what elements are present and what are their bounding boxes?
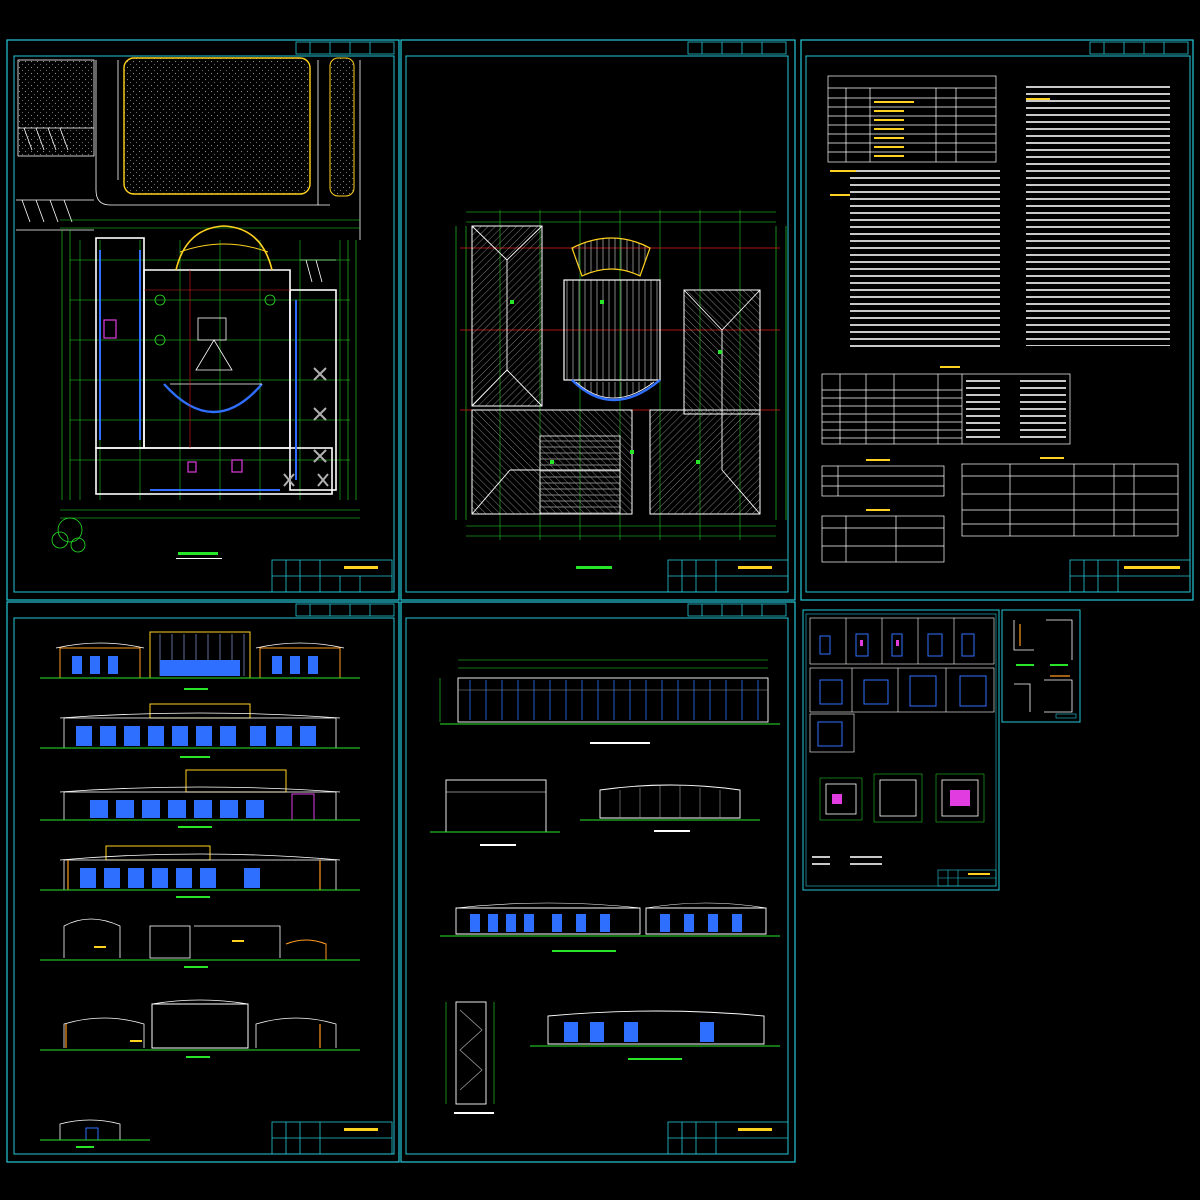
sheet-details-small xyxy=(1001,609,1081,723)
elevation-2 xyxy=(40,703,360,758)
floor-plan-walls xyxy=(95,237,337,495)
long-elevation-middle xyxy=(440,902,780,952)
sheet-notes xyxy=(800,39,1194,601)
parking-area-center xyxy=(123,57,311,195)
drawing-index-table xyxy=(827,75,997,163)
courtyard-arc xyxy=(163,383,263,414)
wall-section-detail xyxy=(445,1001,495,1114)
landscape-trees xyxy=(51,294,276,553)
schedule-table xyxy=(821,373,1071,445)
side-elevation-right xyxy=(580,784,760,832)
elevation-3 xyxy=(40,769,360,828)
elevation-1 xyxy=(40,631,360,690)
plan-title-mark xyxy=(176,552,222,559)
roof-entrance-arc xyxy=(571,237,651,277)
notes-text-right xyxy=(1026,84,1176,346)
sheet-roof-plan xyxy=(400,39,796,601)
long-elevation-bottom xyxy=(530,1010,780,1060)
long-elevation-top xyxy=(439,659,780,744)
section-1 xyxy=(40,918,360,968)
section-2 xyxy=(40,999,360,1058)
sheet-elevations xyxy=(6,601,400,1163)
elevation-4 xyxy=(40,845,360,898)
side-elevation-left xyxy=(430,779,560,846)
sheet-site-plan xyxy=(6,39,400,601)
sheet-details-doors xyxy=(802,609,1000,891)
notes-text-left xyxy=(830,170,1000,348)
parking-area-left xyxy=(17,59,95,157)
sheet-header-strip xyxy=(295,41,395,55)
entrance-canopy-arc xyxy=(175,225,273,271)
sheet-long-elevations xyxy=(400,601,796,1163)
section-3 xyxy=(40,1119,150,1148)
title-block xyxy=(271,559,393,593)
parking-stalls xyxy=(16,127,336,291)
